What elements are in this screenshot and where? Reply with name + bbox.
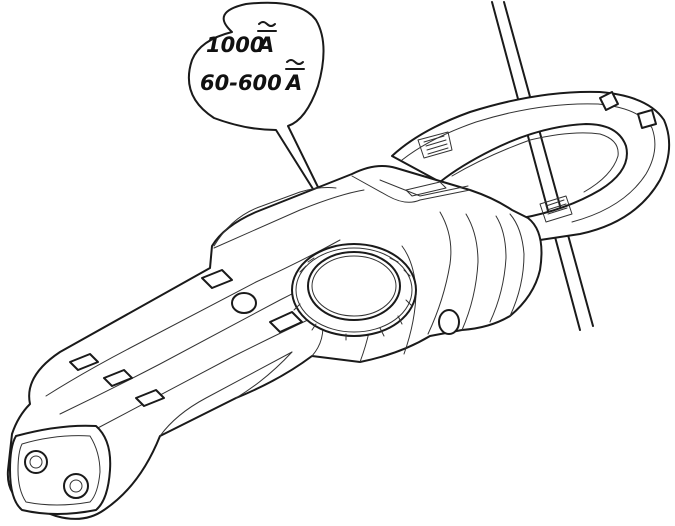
button-upper-left[interactable] xyxy=(201,269,233,289)
button-center-round[interactable] xyxy=(231,292,257,314)
conductor-wire xyxy=(491,1,594,331)
button-upper-right[interactable] xyxy=(269,311,303,333)
function-buttons xyxy=(69,269,303,407)
ac-dc-symbol-2 xyxy=(286,59,304,65)
button-row-2[interactable] xyxy=(103,369,133,387)
callout-label-1000: 1000 xyxy=(206,33,264,57)
ac-dc-symbol-1 xyxy=(258,21,276,27)
upper-body-ridge xyxy=(213,187,337,247)
dial-grip-ridges xyxy=(293,257,413,341)
callout-unit-1: A xyxy=(256,33,274,57)
hold-side-button[interactable] xyxy=(438,309,460,335)
meter-body xyxy=(6,165,543,520)
jaw-warning-label-1 xyxy=(417,131,453,159)
slot xyxy=(405,181,447,197)
callout-unit-2: A xyxy=(284,71,302,95)
jaw-warning-label-2 xyxy=(539,195,573,223)
clamp-jaw xyxy=(391,90,671,241)
input-jack-panel xyxy=(9,424,112,515)
v-jack[interactable] xyxy=(63,473,89,499)
jaw-tip-upper xyxy=(599,91,619,111)
button-row-3[interactable] xyxy=(135,389,165,407)
jaw-tip-lower xyxy=(637,109,657,129)
button-row-1[interactable] xyxy=(69,353,99,371)
callout-bubble: 1000 A 60-600 A xyxy=(187,1,341,233)
callout-label-range: 60-600 xyxy=(200,71,282,95)
com-jack[interactable] xyxy=(24,450,48,474)
rotary-dial[interactable] xyxy=(291,243,417,341)
